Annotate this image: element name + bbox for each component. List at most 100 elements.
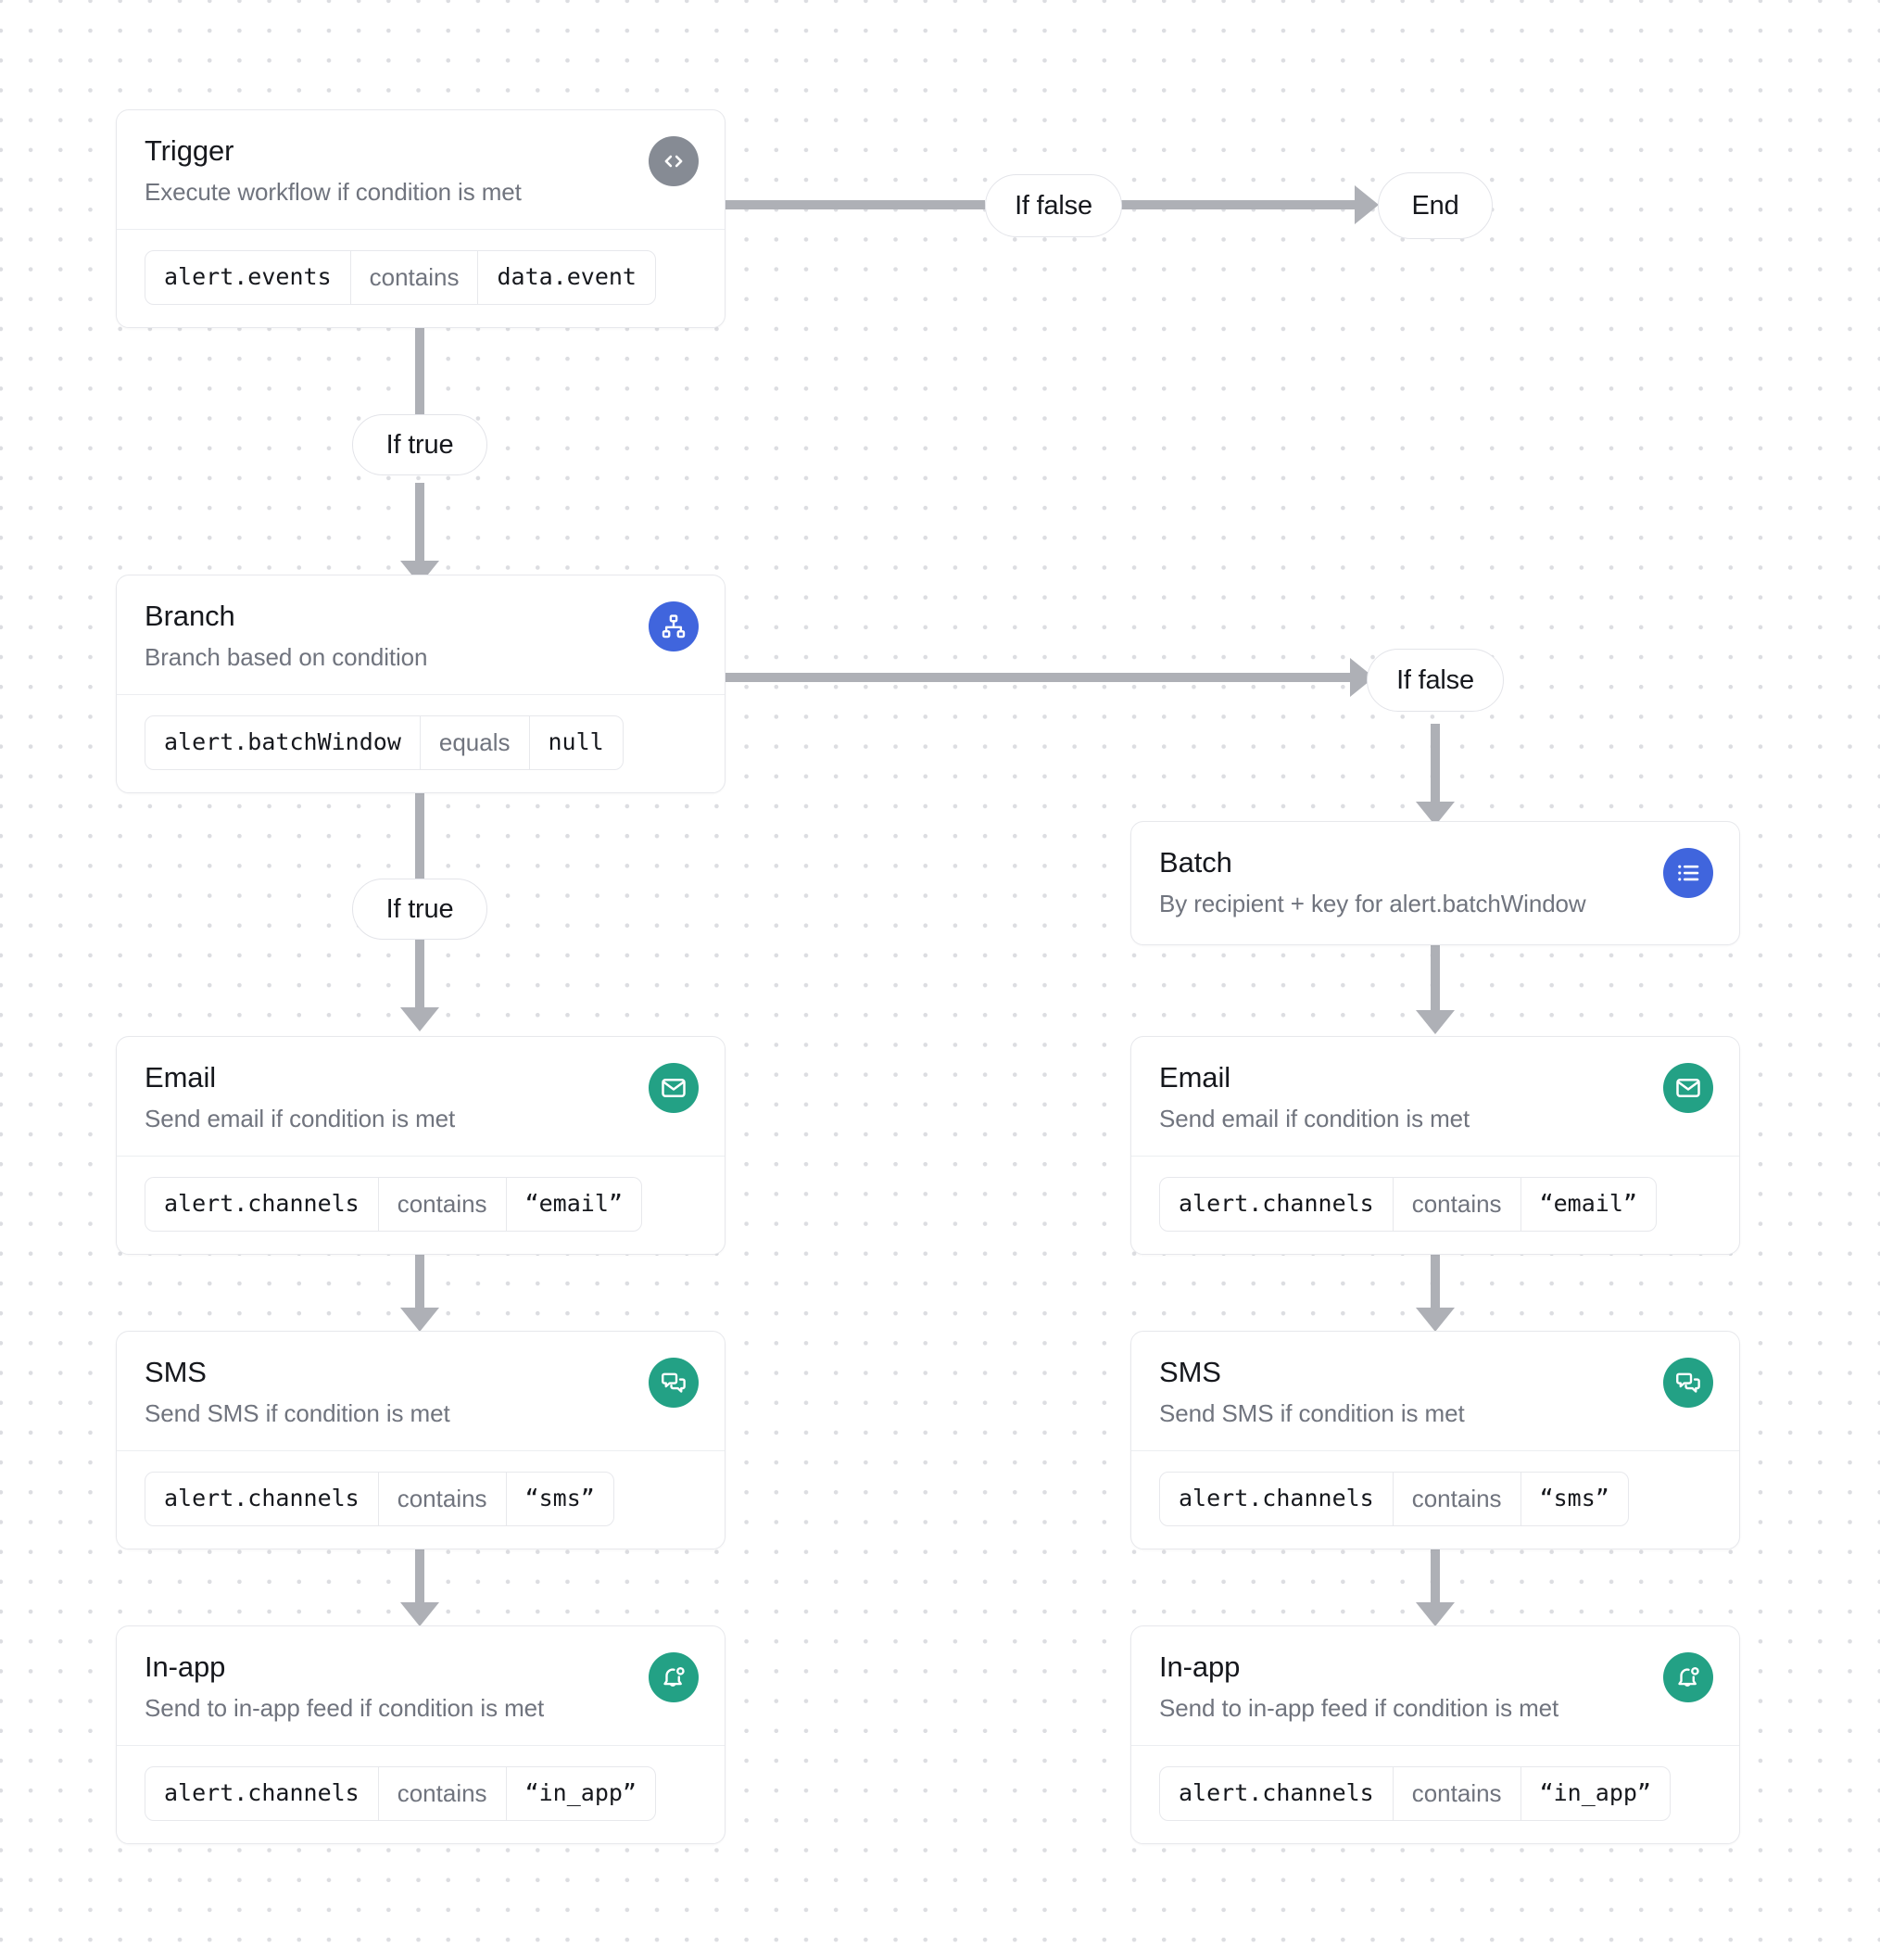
node-title: SMS (1159, 1356, 1221, 1388)
condition-field: alert.channels (164, 1779, 360, 1807)
chat-bubbles-icon (1663, 1358, 1713, 1408)
node-header: Batch By recipient + key for alert.batch… (1131, 822, 1739, 944)
edge-branch-to-if-true (415, 779, 424, 881)
edge-label-text: If false (1015, 190, 1092, 221)
node-title: In-app (145, 1650, 226, 1683)
node-sms-left[interactable]: SMS Send SMS if condition is met alert.c… (116, 1331, 726, 1549)
condition-field: alert.channels (164, 1190, 360, 1218)
node-title: Email (145, 1061, 217, 1094)
condition-field: alert.channels (1179, 1485, 1374, 1512)
condition-operator: contains (377, 1177, 507, 1231)
condition-field: alert.channels (164, 1485, 360, 1512)
code-brackets-icon (649, 136, 699, 186)
node-header: In-app Send to in-app feed if condition … (1131, 1626, 1739, 1745)
edge-label-text: If false (1396, 664, 1474, 695)
node-subtitle: Send to in-app feed if condition is met (1159, 1693, 1559, 1722)
condition-pill[interactable]: alert.channels contains “in_app” (145, 1765, 656, 1821)
node-condition[interactable]: alert.channels contains “email” (117, 1155, 725, 1254)
node-subtitle: Execute workflow if condition is met (145, 177, 522, 206)
node-title: Branch (145, 600, 235, 632)
condition-operator: contains (349, 250, 479, 304)
node-title: Email (1159, 1061, 1231, 1094)
node-condition[interactable]: alert.channels contains “in_app” (1131, 1744, 1739, 1843)
node-inapp-left[interactable]: In-app Send to in-app feed if condition … (116, 1625, 726, 1844)
node-header: Branch Branch based on condition (117, 575, 725, 694)
bell-notification-icon (649, 1652, 699, 1702)
edge-trigger-to-if-false (726, 200, 985, 209)
edge-trigger-to-if-true (415, 313, 424, 415)
node-batch[interactable]: Batch By recipient + key for alert.batch… (1130, 821, 1740, 945)
condition-pill[interactable]: alert.channels contains “sms” (145, 1471, 614, 1526)
bell-notification-icon (1663, 1652, 1713, 1702)
node-subtitle: Send to in-app feed if condition is met (145, 1693, 545, 1722)
node-title: Batch (1159, 846, 1232, 879)
node-title: In-app (1159, 1650, 1241, 1683)
node-condition[interactable]: alert.channels contains “email” (1131, 1155, 1739, 1254)
edge-label-text: If true (385, 429, 454, 460)
list-icon (1663, 848, 1713, 898)
node-sms-right[interactable]: SMS Send SMS if condition is met alert.c… (1130, 1331, 1740, 1549)
condition-value: “sms” (524, 1485, 595, 1512)
chat-bubbles-icon (649, 1358, 699, 1408)
node-header: SMS Send SMS if condition is met (117, 1332, 725, 1450)
node-subtitle: By recipient + key for alert.batchWindow (1159, 889, 1586, 917)
condition-value: “in_app” (524, 1779, 637, 1807)
condition-field: alert.events (164, 263, 332, 291)
node-condition[interactable]: alert.channels contains “sms” (117, 1449, 725, 1549)
condition-operator: contains (1392, 1472, 1521, 1525)
edge-if-false-to-batch (1416, 724, 1455, 826)
condition-operator: contains (377, 1472, 507, 1525)
edge-if-true-to-branch (400, 483, 439, 585)
node-end[interactable]: End (1378, 172, 1493, 239)
node-title: SMS (145, 1356, 207, 1388)
node-condition[interactable]: alert.channels contains “in_app” (117, 1744, 725, 1843)
node-header: Email Send email if condition is met (1131, 1037, 1739, 1156)
edge-batch-to-email-right (1416, 936, 1455, 1038)
condition-pill[interactable]: alert.batchWindow equals null (145, 714, 624, 770)
node-subtitle: Branch based on condition (145, 642, 428, 671)
condition-value: “in_app” (1539, 1779, 1651, 1807)
condition-value: “email” (1539, 1190, 1637, 1218)
node-header: SMS Send SMS if condition is met (1131, 1332, 1739, 1450)
node-subtitle: Send email if condition is met (1159, 1104, 1470, 1132)
node-condition[interactable]: alert.channels contains “sms” (1131, 1449, 1739, 1549)
edge-email-left-to-sms-left (400, 1246, 439, 1348)
node-inapp-right[interactable]: In-app Send to in-app feed if condition … (1130, 1625, 1740, 1844)
node-title: Trigger (145, 134, 234, 167)
edge-if-false-to-end (1121, 185, 1379, 224)
condition-pill[interactable]: alert.channels contains “in_app” (1159, 1765, 1671, 1821)
condition-field: alert.channels (1179, 1779, 1374, 1807)
edge-label-trigger-if-false[interactable]: If false (985, 174, 1122, 237)
edge-label-text: If true (385, 893, 454, 924)
condition-operator: contains (377, 1766, 507, 1820)
node-header: Trigger Execute workflow if condition is… (117, 110, 725, 229)
edge-if-true-to-email-left (400, 929, 439, 1031)
edge-label-branch-if-false[interactable]: If false (1367, 649, 1504, 712)
edge-sms-left-to-inapp-left (400, 1541, 439, 1643)
node-subtitle: Send SMS if condition is met (1159, 1398, 1465, 1427)
node-trigger[interactable]: Trigger Execute workflow if condition is… (116, 109, 726, 328)
edge-email-right-to-sms-right (1416, 1246, 1455, 1348)
node-condition[interactable]: alert.batchWindow equals null (117, 693, 725, 792)
condition-pill[interactable]: alert.channels contains “sms” (1159, 1471, 1629, 1526)
node-header: Email Send email if condition is met (117, 1037, 725, 1156)
node-branch[interactable]: Branch Branch based on condition alert.b… (116, 575, 726, 793)
node-condition[interactable]: alert.events contains data.event (117, 228, 725, 327)
condition-operator: contains (1392, 1177, 1521, 1231)
envelope-icon (649, 1063, 699, 1113)
edge-label-trigger-if-true[interactable]: If true (352, 414, 487, 475)
condition-pill[interactable]: alert.channels contains “email” (1159, 1176, 1657, 1232)
condition-field: alert.batchWindow (164, 728, 401, 756)
end-label: End (1411, 190, 1459, 221)
condition-value: data.event (497, 263, 637, 291)
node-subtitle: Send email if condition is met (145, 1104, 456, 1132)
sitemap-icon (649, 601, 699, 651)
condition-operator: contains (1392, 1766, 1521, 1820)
node-email-right[interactable]: Email Send email if condition is met ale… (1130, 1036, 1740, 1255)
node-email-left[interactable]: Email Send email if condition is met ale… (116, 1036, 726, 1255)
condition-pill[interactable]: alert.channels contains “email” (145, 1176, 642, 1232)
condition-pill[interactable]: alert.events contains data.event (145, 249, 656, 305)
node-header: In-app Send to in-app feed if condition … (117, 1626, 725, 1745)
edge-label-branch-if-true[interactable]: If true (352, 879, 487, 940)
